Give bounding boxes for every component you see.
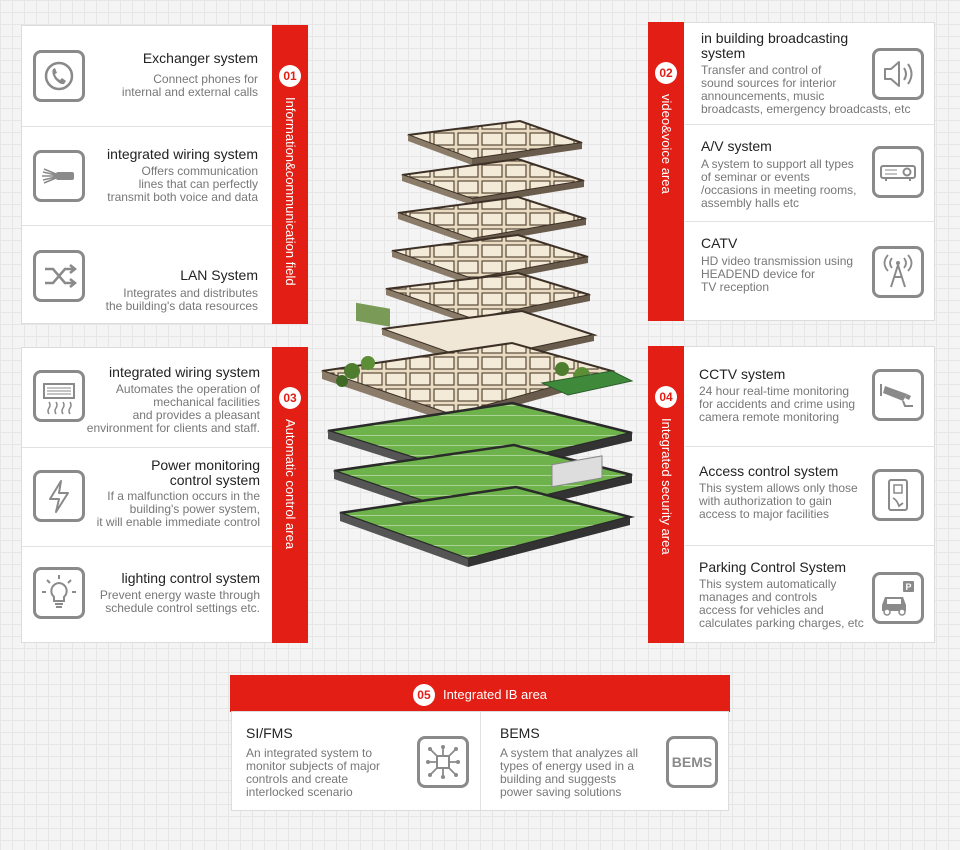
item-title: SI/FMS — [246, 725, 293, 741]
lobby-floor — [321, 341, 634, 423]
item-description: A system to support all types of seminar… — [701, 157, 857, 210]
svg-text:P: P — [906, 582, 912, 592]
item-description: Offers communication lines that can perf… — [107, 164, 258, 204]
area-number-badge: 01 — [279, 65, 301, 87]
item-description: If a malfunction occurs in the building'… — [96, 489, 260, 529]
area-panel-04: 04 Integrated security area CCTV system … — [648, 346, 935, 643]
area-label: Automatic control area — [283, 419, 298, 550]
item-description: Integrates and distributes the building'… — [105, 286, 258, 313]
item-title: Parking Control System — [699, 559, 847, 575]
item-exchanger-system[interactable]: Exchanger system Connect phones for inte… — [22, 26, 272, 126]
parking-floors — [327, 401, 635, 567]
item-integrated-wiring-system-auto[interactable]: integrated wiring system Automates the o… — [22, 348, 272, 447]
item-description: Automates the operation of mechanical fa… — [86, 382, 260, 435]
item-description: This system automatically manages and co… — [699, 577, 864, 630]
hub-network-icon — [417, 736, 469, 788]
item-av-system[interactable]: A/V system A system to support all types… — [685, 124, 935, 221]
area-number-badge: 03 — [279, 387, 301, 409]
area-label-bar-02: 02 video&voice area — [648, 22, 684, 321]
speaker-icon — [872, 48, 924, 100]
projector-icon — [872, 146, 924, 198]
area-panel-02: 02 video&voice area in building broadcas… — [648, 22, 935, 321]
item-description: A system that analyzes all types of ener… — [500, 746, 639, 799]
item-bems[interactable]: BEMS A system that analyzes all types of… — [482, 712, 730, 810]
area-number-badge: 05 — [412, 683, 435, 706]
item-title: Exchanger system — [142, 50, 258, 66]
cable-icon — [33, 150, 85, 202]
parking-car-icon: P — [872, 572, 924, 624]
item-description: 24 hour real-time monitoring for acciden… — [699, 384, 856, 424]
antenna-icon — [872, 246, 924, 298]
bems-icon: BEMS — [666, 736, 718, 788]
item-title: BEMS — [500, 725, 540, 741]
item-cctv-system[interactable]: CCTV system 24 hour real-time monitoring… — [685, 347, 935, 446]
item-si-fms[interactable]: SI/FMS An integrated system to monitor s… — [232, 712, 481, 810]
access-card-icon — [872, 469, 924, 521]
item-catv[interactable]: CATV HD video transmission using HEADEND… — [685, 221, 935, 322]
area-panel-01: Exchanger system Connect phones for inte… — [21, 25, 308, 324]
item-broadcasting-system[interactable]: in building broadcasting system Transfer… — [685, 23, 935, 124]
area-label: Integrated security area — [659, 418, 674, 555]
cctv-camera-icon — [872, 369, 924, 421]
area-panel-05: SI/FMS An integrated system to monitor s… — [231, 711, 729, 811]
item-title: Power monitoring control system — [151, 457, 260, 488]
phone-icon — [33, 50, 85, 102]
item-title: in building broadcasting system — [701, 30, 849, 61]
item-title: lighting control system — [121, 570, 260, 586]
item-integrated-wiring-system[interactable]: integrated wiring system Offers communic… — [22, 126, 272, 225]
area-label-bar-01: 01 Information&communication field — [272, 25, 308, 324]
item-title: CATV — [701, 235, 738, 251]
item-lan-system[interactable]: LAN System Integrates and distributes th… — [22, 225, 272, 325]
item-description: This system allows only those with autho… — [699, 481, 858, 521]
area-label-bar-03: 03 Automatic control area — [272, 347, 308, 643]
item-power-monitoring[interactable]: Power monitoring control system If a mal… — [22, 447, 272, 546]
building-illustration — [321, 119, 635, 567]
lightbulb-icon — [33, 567, 85, 619]
network-shuffle-icon — [33, 250, 85, 302]
lightning-icon — [33, 470, 85, 522]
item-access-control[interactable]: Access control system This system allows… — [685, 446, 935, 545]
item-description: An integrated system to monitor subjects… — [246, 746, 381, 799]
area-label-bar-04: 04 Integrated security area — [648, 346, 684, 643]
item-description: Connect phones for internal and external… — [121, 72, 258, 99]
area-number-badge: 02 — [655, 62, 677, 84]
floor-stack — [356, 119, 598, 367]
item-title: A/V system — [701, 138, 772, 154]
area-label: video&voice area — [659, 94, 674, 194]
bems-icon-text: BEMS — [671, 754, 713, 770]
area-header-05: 05 Integrated IB area — [230, 675, 730, 712]
item-description: Prevent energy waste through schedule co… — [99, 588, 260, 615]
item-description: Transfer and control of sound sources fo… — [701, 63, 911, 116]
item-parking-control[interactable]: P Parking Control System This system aut… — [685, 545, 935, 644]
item-title: integrated wiring system — [107, 146, 258, 162]
item-title: integrated wiring system — [109, 364, 260, 380]
area-label: Information&communication field — [283, 97, 298, 286]
item-lighting-control[interactable]: lighting control system Prevent energy w… — [22, 546, 272, 644]
area-panel-03: integrated wiring system Automates the o… — [21, 347, 308, 643]
air-conditioner-icon — [33, 370, 85, 422]
item-title: LAN System — [180, 267, 258, 283]
item-description: HD video transmission using HEADEND devi… — [701, 254, 854, 294]
item-title: Access control system — [699, 463, 839, 479]
area-label: Integrated IB area — [442, 687, 548, 703]
area-number-badge: 04 — [655, 386, 677, 408]
item-title: CCTV system — [699, 366, 786, 382]
